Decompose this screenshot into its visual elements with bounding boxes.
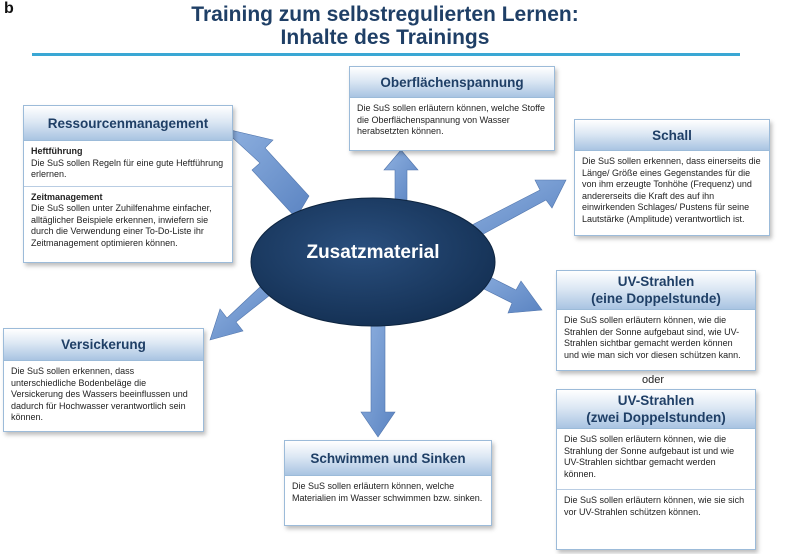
box-uv1-title-line-2: (eine Doppelstunde) (591, 291, 721, 306)
box-schwimmen-text: Die SuS sollen erläutern können, welche … (292, 481, 483, 503)
box-schall-text: Die SuS sollen erkennen, dass einerseits… (582, 156, 761, 224)
box-oberflaeche-text: Die SuS sollen erläutern können, welche … (357, 103, 545, 136)
box-ressourcen-section-2: Zeitmanagement Die SuS sollen unter Zuhi… (24, 185, 232, 255)
title-line-2: Inhalte des Trainings (280, 26, 490, 49)
box-versickerung: Versickerung Die SuS sollen erkennen, da… (3, 328, 204, 432)
box-uv1-title-line-1: UV-Strahlen (617, 274, 695, 289)
box-ressourcen-section-1: Heftführung Die SuS sollen Regeln für ei… (24, 141, 232, 186)
subheading-heftfuehrung: Heftführung (31, 146, 83, 156)
box-uv-eine-doppelstunde: UV-Strahlen (eine Doppelstunde) Die SuS … (556, 270, 756, 371)
arrow-oberflaeche (383, 149, 419, 201)
box-oberflaeche-title: Oberflächenspannung (350, 67, 554, 98)
box-oberflaechenspannung: Oberflächenspannung Die SuS sollen erläu… (349, 66, 555, 151)
box-uv1-text: Die SuS sollen erläutern können, wie die… (564, 315, 741, 360)
figure-label: b (4, 0, 14, 17)
box-versickerung-title: Versickerung (4, 329, 203, 361)
center-ellipse (250, 197, 496, 327)
box-schall: Schall Die SuS sollen erkennen, dass ein… (574, 119, 770, 236)
box-ressourcenmanagement: Ressourcenmanagement Heftführung Die SuS… (23, 105, 233, 263)
box-uv2-title-line-1: UV-Strahlen (617, 393, 695, 408)
box-schwimmen-title: Schwimmen und Sinken (285, 441, 491, 476)
box-schwimmen-und-sinken: Schwimmen und Sinken Die SuS sollen erlä… (284, 440, 492, 526)
text-heftfuehrung: Die SuS sollen Regeln für eine gute Heft… (31, 157, 224, 180)
arrow-schall (469, 179, 567, 239)
title-underline (32, 53, 740, 56)
box-uv1-header: UV-Strahlen (eine Doppelstunde) (557, 271, 755, 310)
box-uv-zwei-doppelstunden: UV-Strahlen (zwei Doppelstunden) Die SuS… (556, 389, 756, 550)
box-uv2-text-2: Die SuS sollen erläutern können, wie sie… (557, 489, 755, 523)
arrow-schwimmen (360, 319, 396, 438)
arrow-versickerung (209, 286, 271, 341)
box-uv2-text-1: Die SuS sollen erläutern können, wie die… (564, 434, 735, 479)
box-ressourcen-title: Ressourcenmanagement (24, 106, 232, 141)
box-uv2-title-line-2: (zwei Doppelstunden) (586, 410, 726, 425)
title-line-1: Training zum selbstregulierten Lernen: (191, 3, 579, 26)
box-versickerung-text: Die SuS sollen erkennen, dass unterschie… (11, 366, 188, 422)
arrow-ressourcen (220, 127, 310, 219)
center-label: Zusatzmaterial (306, 242, 440, 263)
subheading-zeitmanagement: Zeitmanagement (31, 191, 103, 202)
oder-label: oder (641, 374, 665, 386)
box-uv2-header: UV-Strahlen (zwei Doppelstunden) (557, 390, 755, 429)
box-schall-title: Schall (575, 120, 769, 151)
text-zeitmanagement: Die SuS sollen unter Zuhilfenahme einfac… (31, 203, 212, 248)
